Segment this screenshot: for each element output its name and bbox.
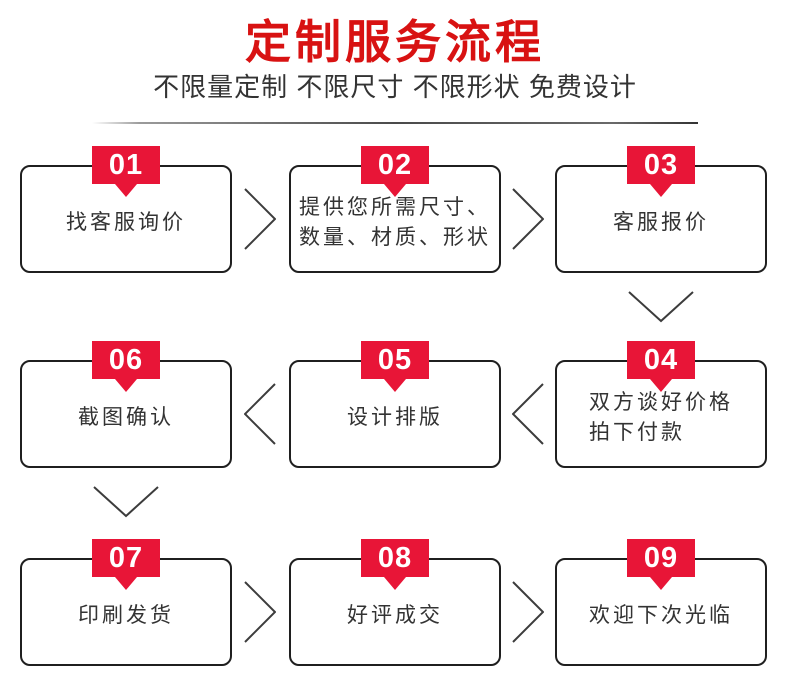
step-number-badge: 02 xyxy=(361,146,429,184)
step-label: 截图确认 xyxy=(78,403,174,433)
step-number: 04 xyxy=(643,343,679,376)
step-label-line: 印刷发货 xyxy=(78,604,174,627)
arrow-right-icon xyxy=(512,188,544,250)
arrow-right-icon xyxy=(244,581,276,643)
step-number-badge: 03 xyxy=(627,146,695,184)
divider xyxy=(92,122,698,124)
arrow-right-icon xyxy=(512,581,544,643)
step-number-badge: 07 xyxy=(92,539,160,577)
step-number: 08 xyxy=(377,541,413,574)
arrow-down-icon xyxy=(628,291,694,323)
step-label-line: 截图确认 xyxy=(78,406,174,429)
subtitle: 不限量定制 不限尺寸 不限形状 免费设计 xyxy=(153,72,637,102)
step-number: 02 xyxy=(377,148,413,181)
step-label: 双方谈好价格 拍下付款 xyxy=(589,388,733,448)
page-title: 定制服务流程 xyxy=(245,16,545,68)
step-box-02: 02 提供您所需尺寸、 数量、材质、形状 xyxy=(289,146,501,273)
step-number-badge: 04 xyxy=(627,341,695,379)
step-number: 03 xyxy=(643,148,679,181)
step-number-badge: 05 xyxy=(361,341,429,379)
step-number: 01 xyxy=(108,148,144,181)
arrow-left-icon xyxy=(244,383,276,445)
step-number-badge: 09 xyxy=(627,539,695,577)
step-number: 05 xyxy=(377,343,413,376)
step-label-line: 设计排版 xyxy=(347,406,443,429)
step-box-05: 05 设计排版 xyxy=(289,341,501,468)
step-label: 找客服询价 xyxy=(66,208,186,238)
arrow-down-icon xyxy=(93,486,159,518)
step-number: 09 xyxy=(643,541,679,574)
step-label: 印刷发货 xyxy=(78,601,174,631)
step-number: 06 xyxy=(108,343,144,376)
step-number-badge: 08 xyxy=(361,539,429,577)
step-box-08: 08 好评成交 xyxy=(289,539,501,666)
step-label-line: 找客服询价 xyxy=(66,211,186,234)
step-box-07: 07 印刷发货 xyxy=(20,539,232,666)
step-box-04: 04 双方谈好价格 拍下付款 xyxy=(555,341,767,468)
step-label: 客服报价 xyxy=(613,208,709,238)
step-number-badge: 06 xyxy=(92,341,160,379)
step-label: 设计排版 xyxy=(347,403,443,433)
arrow-right-icon xyxy=(244,188,276,250)
arrow-left-icon xyxy=(512,383,544,445)
step-label-line: 欢迎下次光临 xyxy=(589,604,733,627)
step-label-line: 拍下付款 xyxy=(589,421,685,444)
step-box-06: 06 截图确认 xyxy=(20,341,232,468)
step-box-03: 03 客服报价 xyxy=(555,146,767,273)
step-label-line: 好评成交 xyxy=(347,604,443,627)
step-label: 好评成交 xyxy=(347,601,443,631)
step-box-09: 09 欢迎下次光临 xyxy=(555,539,767,666)
step-label-line: 客服报价 xyxy=(613,211,709,234)
step-label: 提供您所需尺寸、 数量、材质、形状 xyxy=(299,193,491,253)
step-number-badge: 01 xyxy=(92,146,160,184)
step-label-line: 提供您所需尺寸、 xyxy=(299,196,491,219)
step-label: 欢迎下次光临 xyxy=(589,601,733,631)
step-number: 07 xyxy=(108,541,144,574)
step-label-line: 双方谈好价格 xyxy=(589,391,733,414)
step-box-01: 01 找客服询价 xyxy=(20,146,232,273)
step-label-line: 数量、材质、形状 xyxy=(299,226,491,249)
